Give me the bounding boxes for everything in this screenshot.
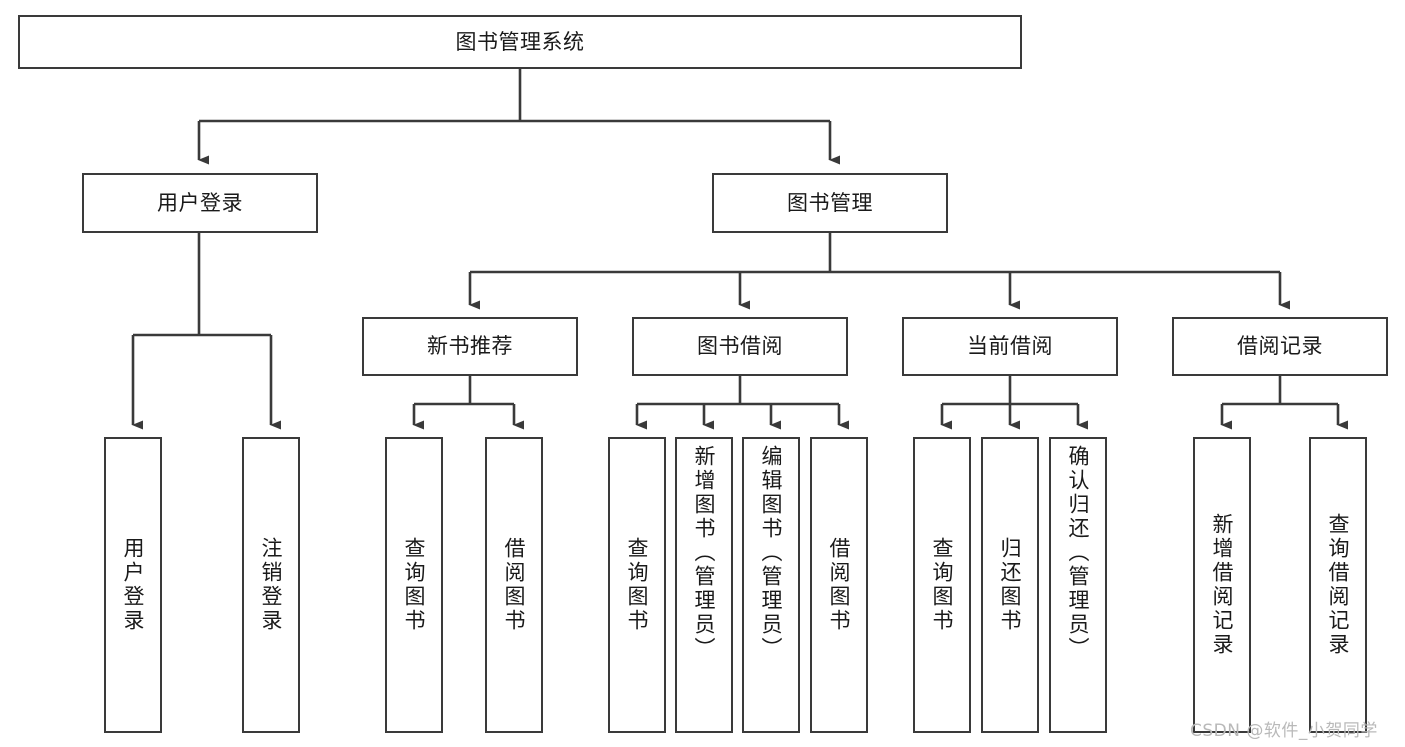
leaf-user-login-1-label: 注销登录 (259, 537, 284, 633)
leaf-new-book-rec-0[interactable]: 查询图书 (385, 437, 443, 733)
leaf-user-login-1[interactable]: 注销登录 (242, 437, 300, 733)
leaf-current-borrow-2[interactable]: 确认归还（管理员） (1049, 437, 1107, 733)
leaf-book-borrow-0-label: 查询图书 (625, 537, 650, 633)
leaf-current-borrow-2-label: 确认归还（管理员） (1066, 445, 1091, 661)
node-current-borrow[interactable]: 当前借阅 (902, 317, 1118, 376)
node-borrow-record-label: 借阅记录 (1237, 334, 1323, 359)
leaf-book-borrow-2-label: 编辑图书（管理员） (759, 445, 784, 661)
leaf-user-login-0-label: 用户登录 (121, 537, 146, 633)
leaf-current-borrow-0-label: 查询图书 (930, 537, 955, 633)
leaf-book-borrow-1[interactable]: 新增图书（管理员） (675, 437, 733, 733)
leaf-borrow-record-1[interactable]: 查询借阅记录 (1309, 437, 1367, 733)
leaf-borrow-record-0-label: 新增借阅记录 (1210, 513, 1235, 657)
leaf-current-borrow-1-label: 归还图书 (998, 537, 1023, 633)
node-book-manage-label: 图书管理 (787, 190, 873, 215)
leaf-new-book-rec-1-label: 借阅图书 (502, 537, 527, 633)
node-new-book-rec-label: 新书推荐 (427, 334, 513, 359)
leaf-book-borrow-3-label: 借阅图书 (827, 537, 852, 633)
node-book-manage[interactable]: 图书管理 (712, 173, 948, 233)
leaf-borrow-record-1-label: 查询借阅记录 (1326, 513, 1351, 657)
leaf-book-borrow-3[interactable]: 借阅图书 (810, 437, 868, 733)
leaf-book-borrow-2[interactable]: 编辑图书（管理员） (742, 437, 800, 733)
leaf-new-book-rec-0-label: 查询图书 (402, 537, 427, 633)
node-book-borrow-label: 图书借阅 (697, 334, 783, 359)
node-user-login[interactable]: 用户登录 (82, 173, 318, 233)
leaf-user-login-0[interactable]: 用户登录 (104, 437, 162, 733)
csdn-watermark: CSDN @软件_小贺同学 (1190, 721, 1378, 741)
node-root-label: 图书管理系统 (455, 29, 585, 54)
node-new-book-rec[interactable]: 新书推荐 (362, 317, 578, 376)
node-current-borrow-label: 当前借阅 (967, 334, 1053, 359)
leaf-current-borrow-1[interactable]: 归还图书 (981, 437, 1039, 733)
leaf-new-book-rec-1[interactable]: 借阅图书 (485, 437, 543, 733)
node-borrow-record[interactable]: 借阅记录 (1172, 317, 1388, 376)
node-book-borrow[interactable]: 图书借阅 (632, 317, 848, 376)
leaf-book-borrow-1-label: 新增图书（管理员） (692, 445, 717, 661)
leaf-borrow-record-0[interactable]: 新增借阅记录 (1193, 437, 1251, 733)
leaf-current-borrow-0[interactable]: 查询图书 (913, 437, 971, 733)
leaf-book-borrow-0[interactable]: 查询图书 (608, 437, 666, 733)
node-user-login-label: 用户登录 (157, 190, 243, 215)
node-root[interactable]: 图书管理系统 (18, 15, 1022, 69)
